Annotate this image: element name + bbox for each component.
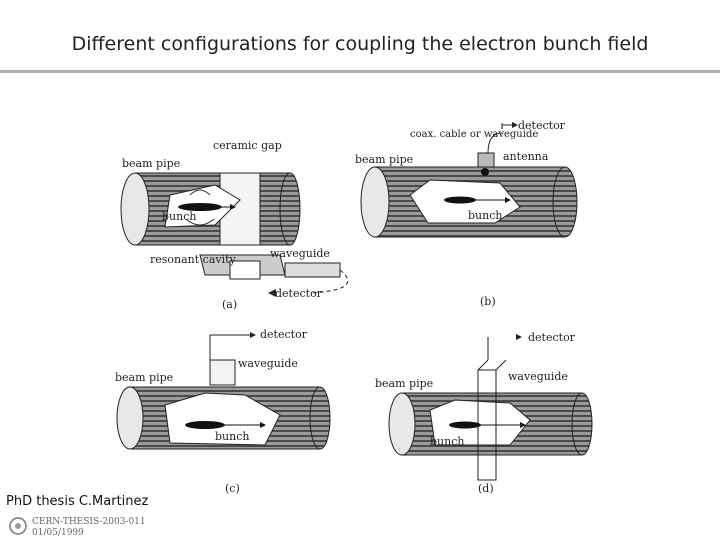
label-detector: detector	[518, 119, 566, 132]
waveguide-c	[209, 359, 236, 386]
cern-logo-icon	[9, 517, 27, 535]
label-ceramic-gap: ceramic gap	[213, 139, 282, 152]
beam-pipe-end	[388, 392, 416, 456]
diagram-d: beam pipe waveguide detector bunch (d)	[375, 331, 593, 495]
label-beam-pipe: beam pipe	[115, 371, 173, 384]
label-coax: coax. cable or waveguide	[410, 129, 538, 140]
label-waveguide: waveguide	[508, 370, 568, 383]
stamp-line2: 01/05/1999	[32, 528, 84, 538]
footer-credit: PhD thesis C.Martinez	[6, 494, 149, 509]
label-detector: detector	[275, 287, 323, 300]
label-bunch: bunch	[468, 209, 502, 222]
beam-pipe-end	[116, 386, 144, 450]
stamp-line1: CERN-THESIS-2003-011	[32, 517, 146, 527]
label-antenna: antenna	[503, 150, 549, 163]
caption-b: (b)	[480, 295, 496, 308]
cern-thesis-stamp: CERN-THESIS-2003-011 01/05/1999	[9, 517, 146, 538]
beam-pipe-end	[120, 172, 150, 246]
diagram-a: beam pipe ceramic gap bunch resonant cav…	[120, 139, 349, 311]
label-resonant-cavity: resonant cavity	[150, 253, 237, 266]
label-bunch: bunch	[215, 430, 249, 443]
coupling-configurations-figure: beam pipe ceramic gap bunch resonant cav…	[115, 119, 593, 495]
label-beam-pipe: beam pipe	[122, 157, 180, 170]
label-beam-pipe: beam pipe	[355, 153, 413, 166]
caption-a: (a)	[222, 298, 237, 311]
label-beam-pipe: beam pipe	[375, 377, 433, 390]
label-detector: detector	[528, 331, 576, 344]
caption-c: (c)	[225, 482, 240, 495]
cutaway	[164, 392, 281, 446]
label-bunch: bunch	[430, 435, 464, 448]
slide-title: Different configurations for coupling th…	[71, 33, 649, 55]
diagram-b: beam pipe coax. cable or waveguide detec…	[355, 119, 578, 308]
label-detector: detector	[260, 328, 308, 341]
beam-pipe-end	[360, 166, 390, 238]
antenna	[477, 152, 495, 168]
label-waveguide: waveguide	[270, 247, 330, 260]
diagram-c: beam pipe waveguide detector bunch (c)	[115, 328, 331, 495]
label-bunch: bunch	[162, 210, 196, 223]
waveguide-a	[284, 262, 341, 278]
caption-d: (d)	[478, 482, 494, 495]
label-waveguide: waveguide	[238, 357, 298, 370]
cutaway	[429, 399, 531, 446]
title-divider	[0, 70, 720, 73]
